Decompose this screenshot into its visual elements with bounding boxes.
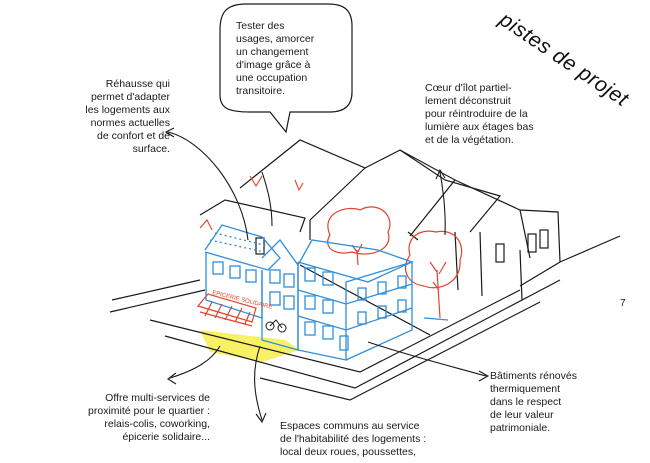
- note-transitional-use: Tester des usages, amorcer un changement…: [236, 20, 315, 97]
- arrow-raise: [167, 131, 249, 241]
- note-courtyard: Cœur d'îlot partiel- lement déconstruit …: [425, 82, 534, 146]
- note-renovated: Bâtiments rénovés thermiquement dans le …: [490, 370, 577, 434]
- tree-left: [327, 206, 391, 266]
- speech-bubble: [219, 3, 353, 134]
- note-common-spaces: Espaces communs au service de l'habitabi…: [280, 420, 427, 458]
- note-raise: Réhausse qui permet d'adapter les logeme…: [85, 78, 170, 155]
- arrow-services: [169, 345, 221, 379]
- arrow-renovated: [367, 341, 487, 377]
- arrow-common: [254, 345, 263, 421]
- arrow-courtyard: [439, 171, 446, 236]
- note-services: Offre multi-services de proximité pour l…: [88, 392, 210, 443]
- bike-sketch: [265, 319, 287, 333]
- arrow-bubble: [261, 171, 273, 227]
- tree-right: [405, 230, 463, 321]
- background-buildings: [199, 139, 561, 301]
- roof-ticks: [199, 175, 304, 231]
- street-lines: [109, 235, 621, 401]
- page-number: 7: [620, 298, 626, 309]
- annotation-arrows: [164, 127, 490, 424]
